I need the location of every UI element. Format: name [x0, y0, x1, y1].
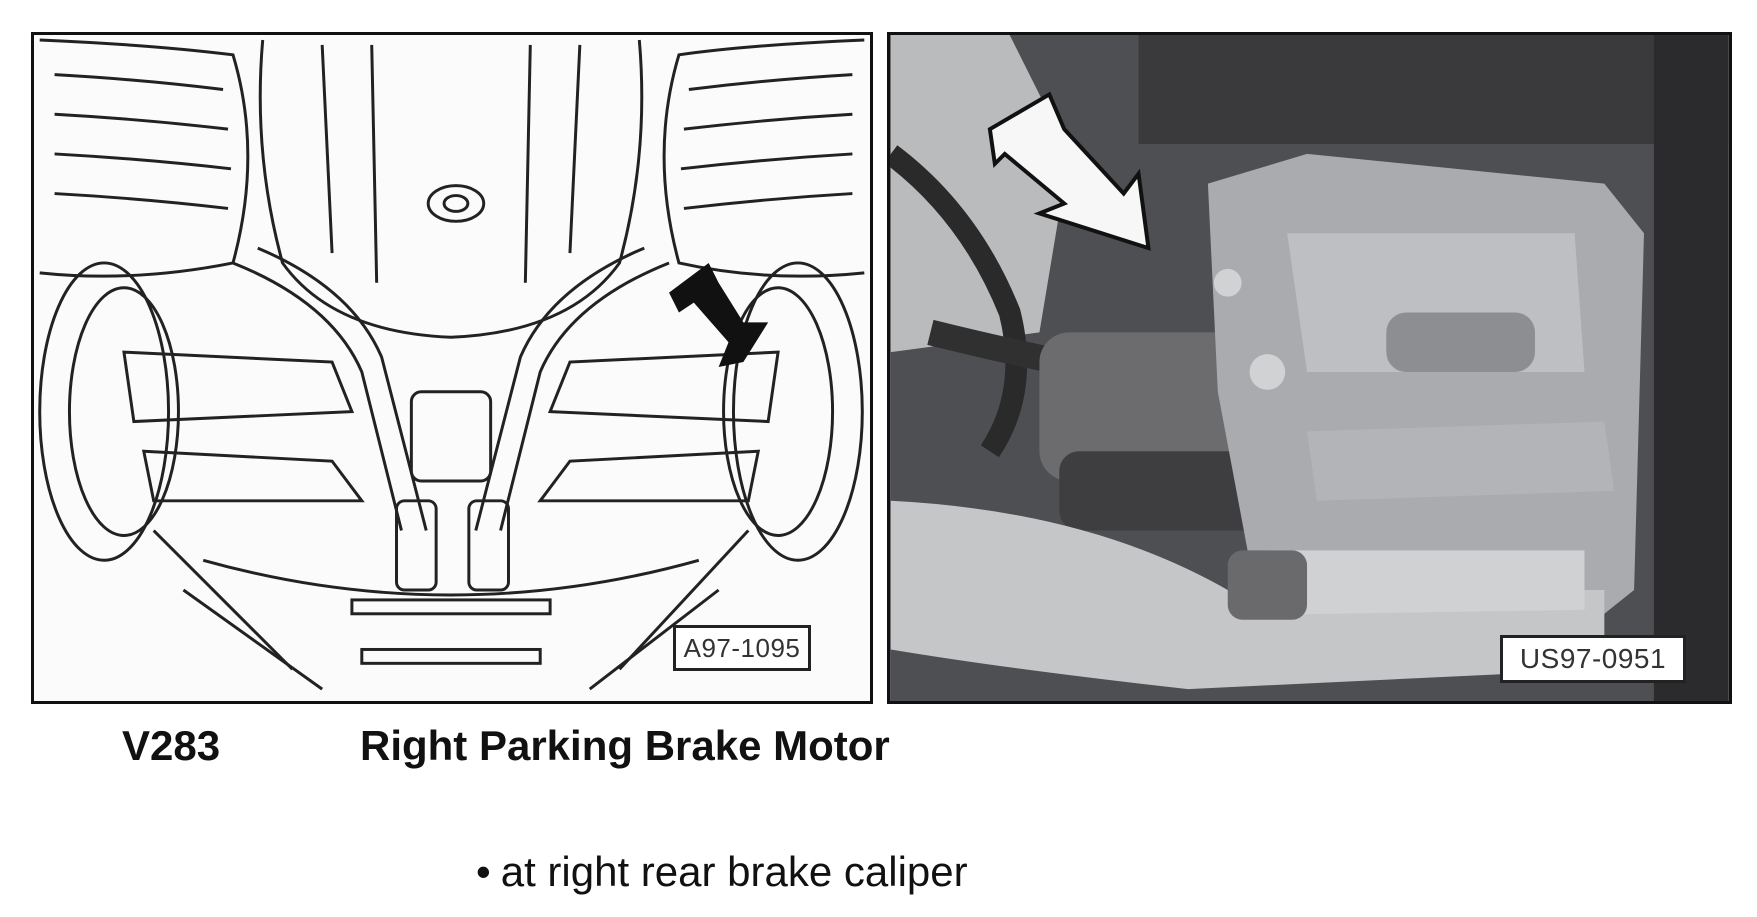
- arrow-down-right-icon: [987, 91, 1151, 251]
- arrow-down-right-icon: [669, 262, 769, 368]
- caliper-photo: US97-0951: [887, 32, 1732, 704]
- bullet-icon: •: [476, 848, 491, 895]
- caliper-photo-drawing: [890, 35, 1729, 701]
- underbody-diagram: A97-1095: [31, 32, 873, 704]
- component-name: Right Parking Brake Motor: [360, 722, 890, 769]
- location-text: at right rear brake caliper: [500, 848, 968, 895]
- underbody-line-drawing: [38, 38, 865, 691]
- figure-ref-code: US97-0951: [1500, 635, 1686, 683]
- component-code: V283: [122, 722, 221, 769]
- figure-ref-code: A97-1095: [673, 625, 811, 671]
- location-item: •at right rear brake caliper: [476, 848, 968, 896]
